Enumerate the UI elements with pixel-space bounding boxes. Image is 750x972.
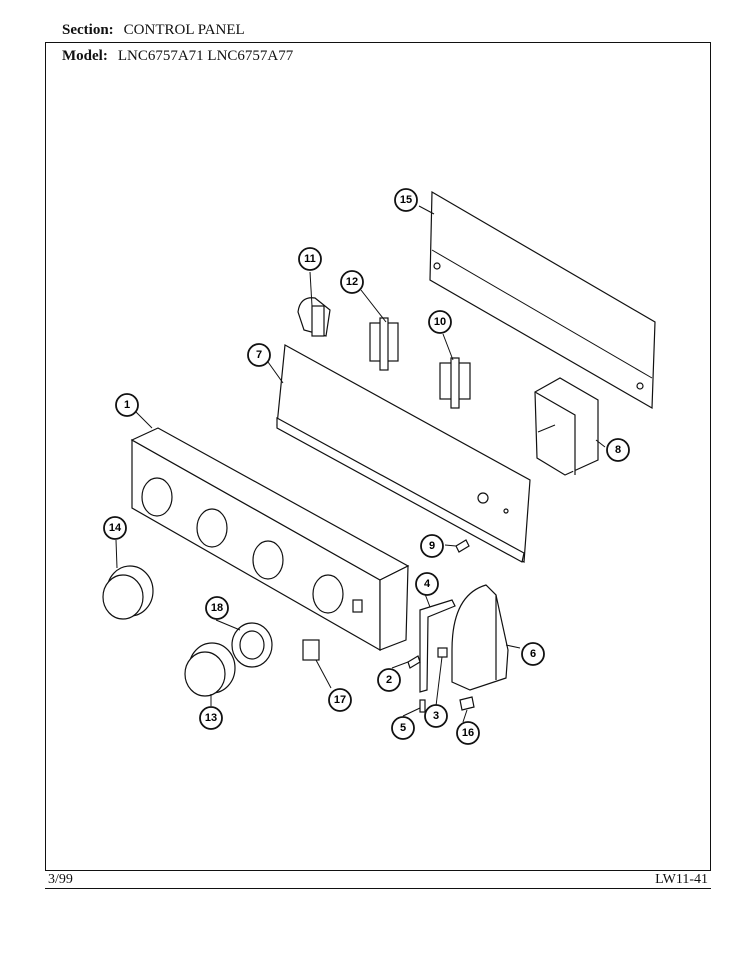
callout-9: 9 <box>420 534 444 558</box>
svg-text:8: 8 <box>615 444 621 456</box>
svg-text:16: 16 <box>462 727 474 739</box>
svg-text:5: 5 <box>400 722 406 734</box>
part-knob-13 <box>184 642 236 697</box>
model-value: LNC6757A71 LNC6757A77 <box>117 48 294 64</box>
svg-text:14: 14 <box>109 522 122 534</box>
svg-text:11: 11 <box>304 253 316 265</box>
section-label: Section: <box>62 22 114 38</box>
part-trim-4 <box>419 599 456 693</box>
callout-4: 4 <box>415 572 439 596</box>
page-id: LW11-41 <box>655 872 708 887</box>
part-end-cap-6 <box>451 584 509 691</box>
footer-rule <box>45 888 711 889</box>
part-console <box>130 427 410 652</box>
callout-16: 16 <box>456 721 480 745</box>
part-clip-16 <box>459 696 475 711</box>
svg-text:1: 1 <box>124 399 130 411</box>
callout-3: 3 <box>424 704 448 728</box>
callout-17: 17 <box>328 688 352 712</box>
callout-14: 14 <box>103 516 127 540</box>
part-mounting-plate <box>276 344 531 563</box>
leader-lines <box>115 205 606 723</box>
model-label: Model: <box>62 48 108 64</box>
callout-12: 12 <box>340 270 364 294</box>
part-bracket-11 <box>297 297 331 337</box>
part-switch-12 <box>369 317 399 371</box>
part-screw-5 <box>419 699 426 713</box>
callout-11: 11 <box>298 247 322 271</box>
svg-text:4: 4 <box>424 578 431 590</box>
section-value: CONTROL PANEL <box>123 22 245 38</box>
part-clip-17 <box>302 639 320 661</box>
part-switch-10 <box>439 357 471 409</box>
callout-1: 1 <box>115 393 139 417</box>
revision-date: 3/99 <box>48 872 73 887</box>
callout-6: 6 <box>521 642 545 666</box>
svg-text:3: 3 <box>433 710 439 722</box>
callout-7: 7 <box>247 343 271 367</box>
section-row: Section: CONTROL PANEL <box>62 22 245 39</box>
callout-2: 2 <box>377 668 401 692</box>
diagram-frame <box>45 42 711 871</box>
part-screw-9 <box>455 539 470 553</box>
callout-5: 5 <box>391 716 415 740</box>
svg-text:17: 17 <box>334 694 346 706</box>
svg-text:18: 18 <box>211 602 223 614</box>
callout-18: 18 <box>205 596 229 620</box>
svg-text:7: 7 <box>256 349 262 361</box>
callout-8: 8 <box>606 438 630 462</box>
svg-text:2: 2 <box>386 674 392 686</box>
callout-15: 15 <box>394 188 418 212</box>
part-timer <box>534 377 599 476</box>
part-knob-14 <box>102 565 154 620</box>
svg-text:9: 9 <box>429 540 435 552</box>
callout-10: 10 <box>428 310 452 334</box>
part-clip-3 <box>437 647 448 658</box>
svg-text:10: 10 <box>434 316 446 328</box>
svg-text:12: 12 <box>346 276 358 288</box>
callout-13: 13 <box>199 706 223 730</box>
part-screw-2 <box>407 655 421 669</box>
model-row: Model: LNC6757A71 LNC6757A77 <box>62 48 293 65</box>
part-bezel-18 <box>231 622 273 668</box>
part-rear-panel <box>429 190 656 410</box>
svg-text:15: 15 <box>400 194 412 206</box>
svg-text:13: 13 <box>205 712 217 724</box>
svg-text:6: 6 <box>530 648 536 660</box>
